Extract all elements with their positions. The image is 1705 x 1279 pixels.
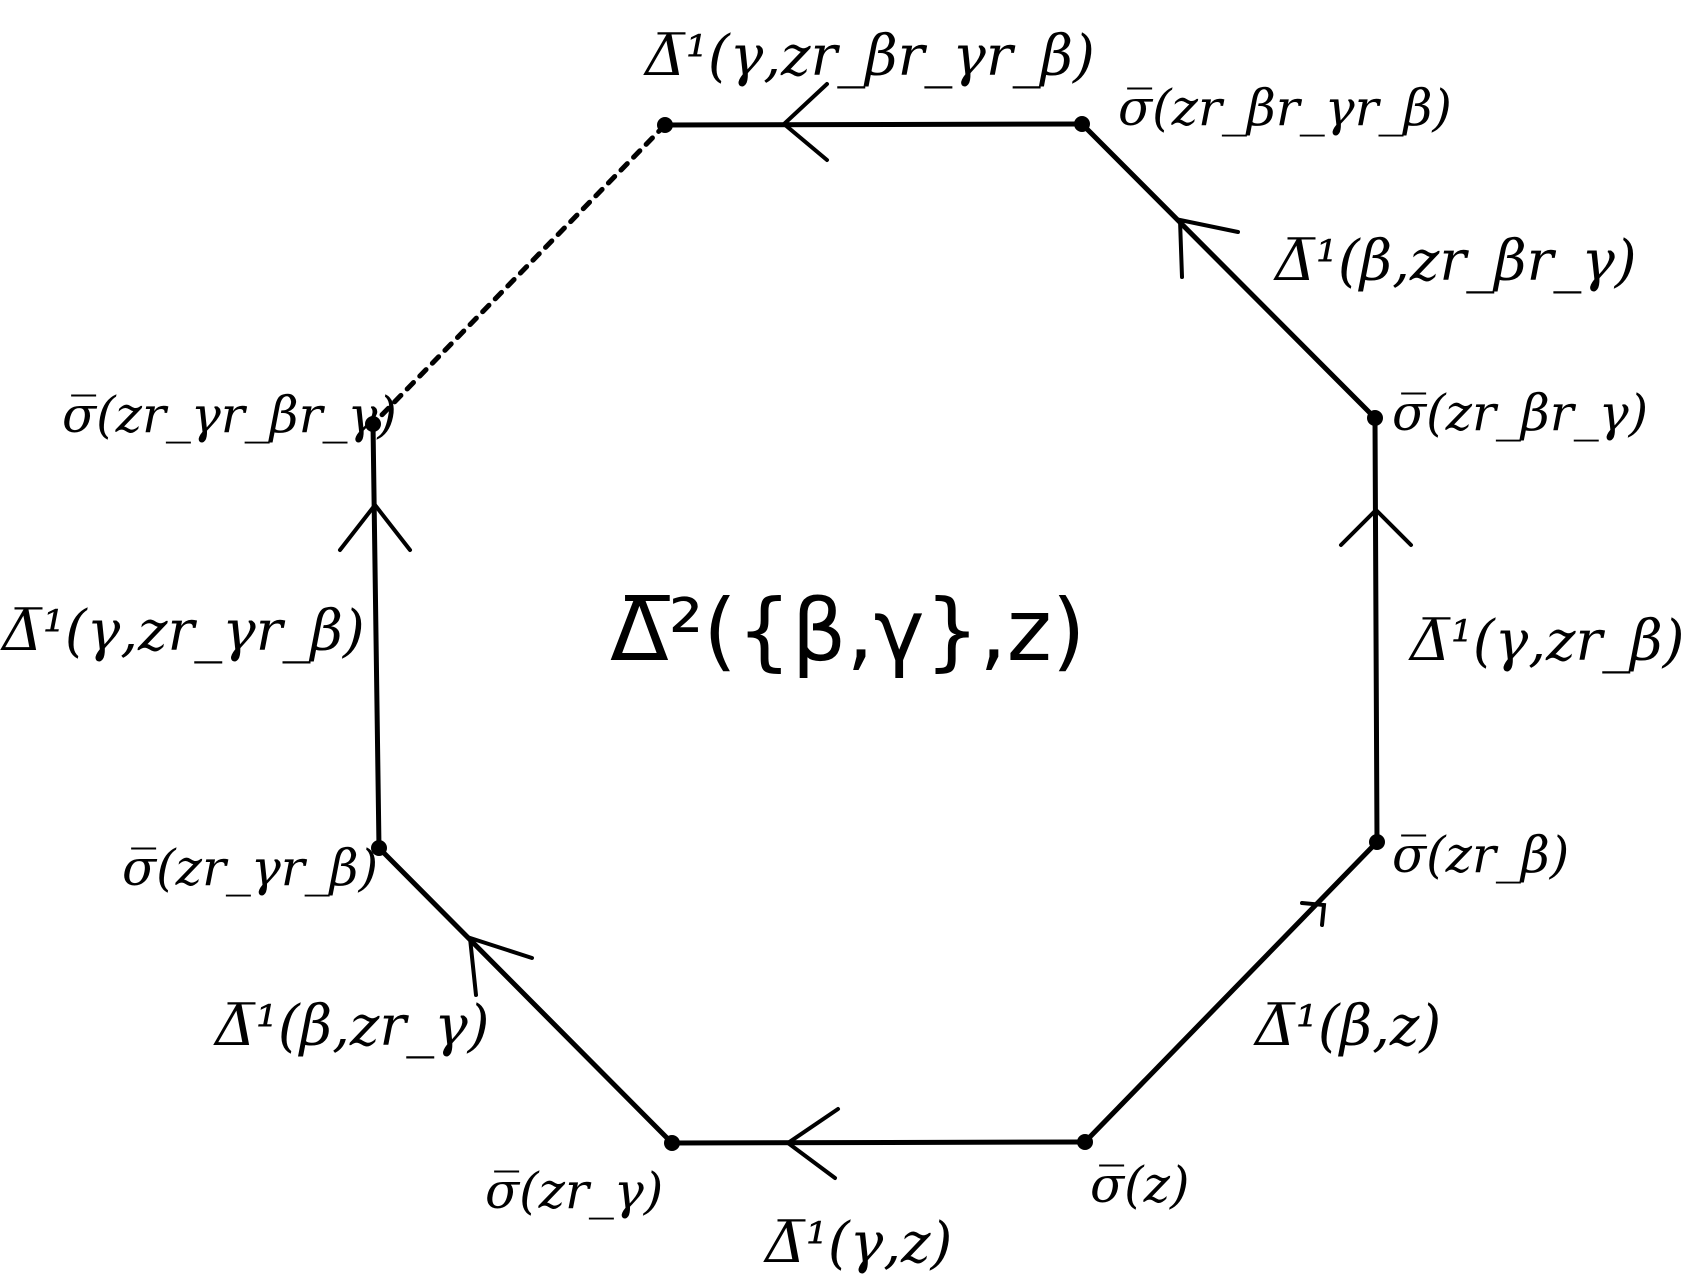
vertex-dot bbox=[1077, 1134, 1093, 1150]
edge-label-gamma-zrbrgrb: Δ̅¹(γ,zr_βr_γr_β) bbox=[643, 24, 1095, 89]
vertex-label-zrb: σ̅(zr_β) bbox=[1392, 826, 1569, 884]
edge-gamma-zrb bbox=[1372, 415, 1380, 845]
arrow-head bbox=[1300, 901, 1327, 927]
arrow-head bbox=[780, 82, 829, 162]
vertex-dot bbox=[1369, 834, 1385, 850]
vertex-dot bbox=[657, 117, 673, 133]
edge-gamma-zrgrb bbox=[370, 421, 382, 851]
vertex-label-zrbrg: σ̅(zr_βr_γ) bbox=[1392, 384, 1648, 442]
edge-beta-z bbox=[1082, 839, 1380, 1145]
edge-gamma-z bbox=[669, 1139, 1088, 1146]
arrow-head bbox=[784, 1107, 840, 1180]
vertex-label-z: σ̅(z) bbox=[1090, 1156, 1190, 1214]
vertex-label-zrg: σ̅(zr_γ) bbox=[485, 1162, 663, 1220]
center-label: Δ̅²({β,γ},z) bbox=[610, 581, 1085, 681]
edge-label-gamma-z: Δ̅¹(γ,z) bbox=[763, 1211, 952, 1276]
edge-label-beta-zrbrg: Δ̅¹(β,zr_βr_γ) bbox=[1273, 229, 1637, 294]
vertex-dot bbox=[371, 840, 387, 856]
edge-beta-zrg bbox=[376, 845, 675, 1146]
arrow-head bbox=[1339, 507, 1413, 547]
edge-label-gamma-zrb: Δ̅¹(γ,zr_β) bbox=[1408, 609, 1685, 674]
vertex-dot bbox=[664, 1135, 680, 1151]
edge-label-beta-z: Δ̅¹(β,z) bbox=[1253, 994, 1441, 1059]
arrow-head bbox=[467, 935, 534, 997]
arrow-head bbox=[338, 501, 412, 552]
vertex-dot bbox=[1074, 116, 1090, 132]
vertex-label-zrgrbrg: σ̅(zr_γr_βr_γ) bbox=[62, 386, 397, 444]
vertex-label-zrbrgrb: σ̅(zr_βr_γr_β) bbox=[1118, 79, 1452, 137]
vertex-dot bbox=[1367, 410, 1383, 426]
edge-label-gamma-zrgrb: Δ̅¹(γ,zr_γr_β) bbox=[0, 599, 365, 664]
vertex-dot bbox=[365, 416, 381, 432]
edge-label-beta-zrg: Δ̅¹(β,zr_γ) bbox=[213, 994, 490, 1059]
edge-dashed bbox=[370, 122, 668, 427]
edge-gamma-zrbrgrb bbox=[662, 121, 1085, 128]
vertex-label-zrgrb: σ̅(zr_γr_β) bbox=[122, 839, 378, 897]
arrow-head bbox=[1177, 217, 1240, 279]
edge-beta-zrbrg bbox=[1079, 121, 1378, 421]
